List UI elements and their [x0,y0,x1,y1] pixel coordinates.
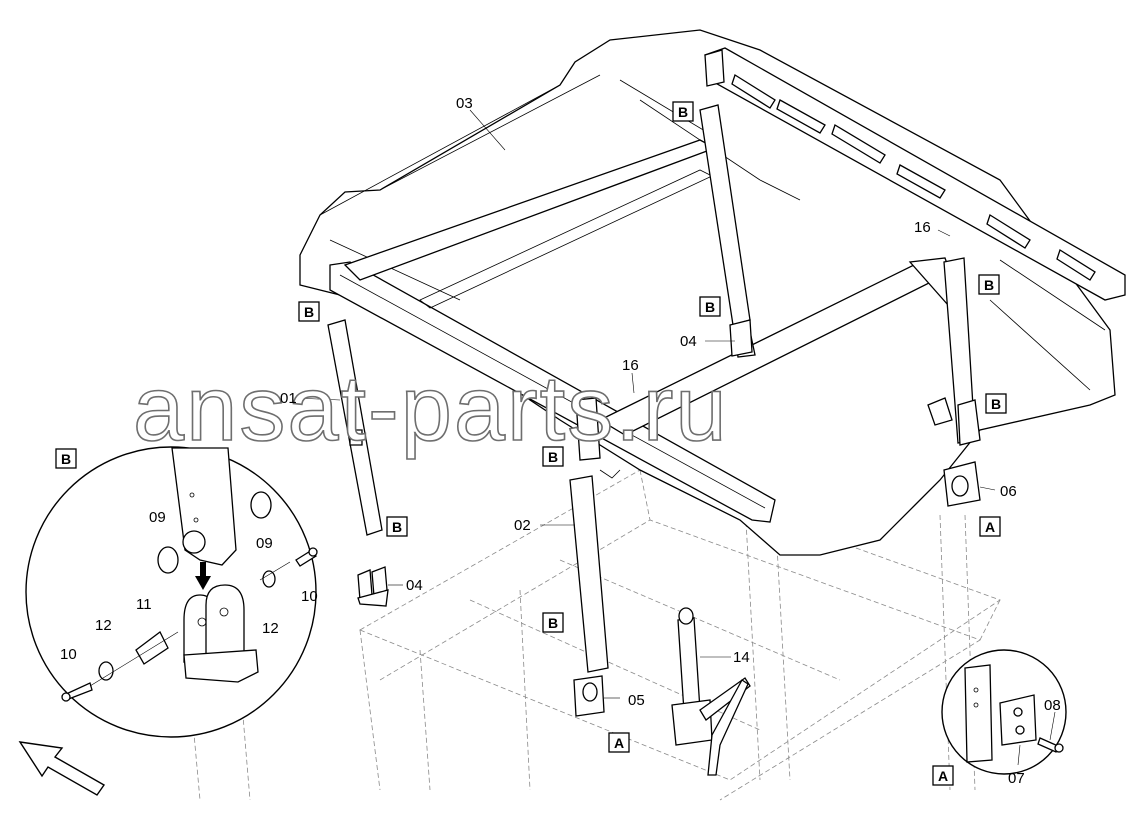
strut-01 [327,319,383,536]
callout-06: 06 [1000,483,1017,500]
svg-text:B: B [392,519,402,535]
watermark-text: ansat-parts.ru [133,358,729,460]
callout-01: 01 [280,390,297,407]
callout-07: 07 [1008,770,1025,787]
bracket-04 [357,566,389,607]
detail-view-b [25,446,318,738]
callout-04-bottom: 04 [406,577,423,594]
gas-spring-14 [671,607,751,776]
callout-11: 11 [136,596,152,613]
svg-text:A: A [614,735,624,751]
svg-text:B: B [678,104,688,120]
bracket-04-top [729,319,753,357]
front-frame-bar [329,261,776,523]
callout-09-right: 09 [256,535,273,552]
strut-right [927,257,981,446]
bracket-06 [943,461,981,507]
strut-02 [569,397,621,673]
detail-ref-b: B [699,296,721,317]
detail-ref-b: B [542,446,564,467]
svg-text:B: B [61,451,71,467]
detail-ref-b: B [298,301,320,322]
callout-05: 05 [628,692,645,709]
leader-lines [294,109,1056,766]
detail-ref-b: B [985,393,1007,414]
detail-ref-a: A [932,765,954,786]
svg-text:B: B [548,615,558,631]
arrow-icon [18,741,106,796]
callout-14: 14 [733,649,750,666]
detail-ref-b: B [672,101,694,122]
callout-09-left: 09 [149,509,166,526]
svg-text:B: B [304,304,314,320]
callout-03: 03 [456,95,473,112]
detail-refs: B B B B B B B B [55,101,1007,786]
detail-ref-b: B [55,448,77,469]
rear-top-rail [704,47,1126,301]
callout-10-right: 10 [301,588,318,605]
detail-ref-a: A [979,516,1001,537]
svg-text:A: A [985,519,995,535]
callout-numbers: 03 16 04 16 01 06 02 04 14 05 09 09 10 1… [60,95,1061,787]
callout-10-left: 10 [60,646,77,663]
callout-12-right: 12 [262,620,279,637]
svg-text:B: B [991,396,1001,412]
detail-ref-b: B [386,516,408,537]
callout-04-top: 04 [680,333,697,350]
detail-ref-a: A [608,732,630,753]
callout-02: 02 [514,517,531,534]
callout-12-left: 12 [95,617,112,634]
callout-08: 08 [1044,697,1061,714]
detail-ref-b: B [978,274,1000,295]
detail-view-a [941,649,1067,775]
svg-text:B: B [548,449,558,465]
down-arrow-icon [195,562,211,590]
callout-16-centre: 16 [622,357,639,374]
svg-text:B: B [705,299,715,315]
svg-text:A: A [938,768,948,784]
callout-16-right: 16 [914,219,931,236]
bracket-05 [573,675,605,717]
detail-ref-b: B [542,612,564,633]
svg-text:B: B [984,277,994,293]
